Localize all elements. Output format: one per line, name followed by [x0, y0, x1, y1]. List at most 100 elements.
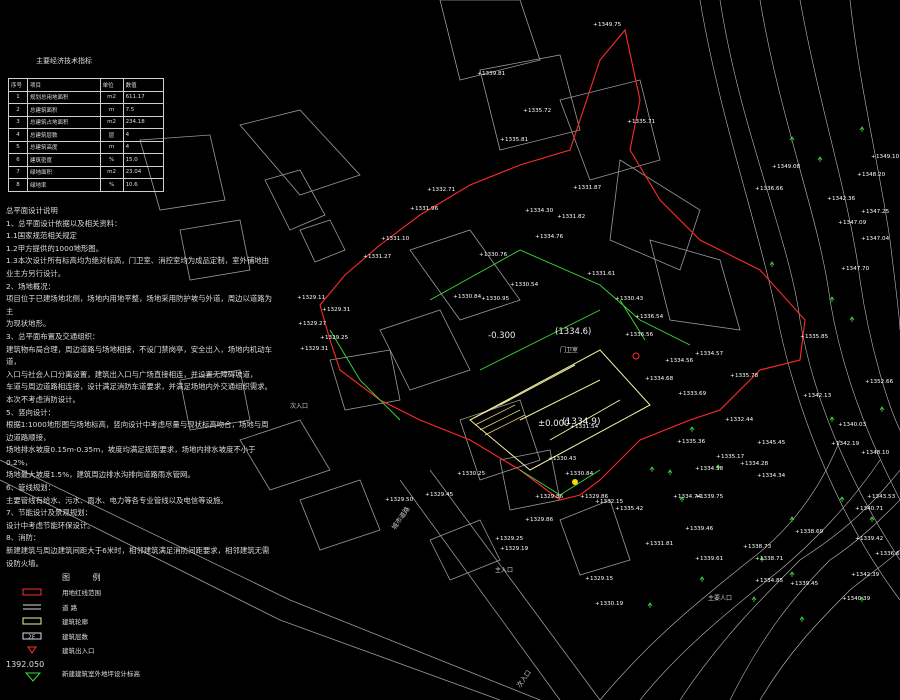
spot-elevation-plus-icon: + [695, 466, 700, 472]
table-cell: 总建筑层数 [27, 128, 101, 142]
spot-elevation-plus-icon: + [841, 266, 846, 272]
spot-elevation-label: 1329.15 [590, 576, 614, 582]
spot-elevation-plus-icon: + [838, 220, 843, 226]
entrance-label-2: 主要人口 [708, 594, 732, 602]
note-line: 根据1:1000地形图与场地标高，竖向设计中考虑尽量与现状标高吻合，场地与周边道… [6, 420, 269, 442]
table-cell: 4 [122, 140, 165, 154]
note-line: 建筑物布局合理，周边道路与场地相接，不设门禁岗亭，安全出入，场地内机动车道， [6, 344, 273, 367]
table-cell: 7 [8, 165, 28, 179]
table-cell: 15.0 [122, 153, 165, 167]
spot-elevation-plus-icon: + [827, 196, 832, 202]
th: 数值 [122, 78, 165, 92]
spot-elevation-plus-icon: + [479, 252, 484, 258]
spot-elevation-label: 1338.71 [760, 556, 784, 562]
road-label-1: 城市道路 [389, 504, 412, 531]
table-cell: 7.5 [122, 103, 165, 117]
spot-elevation-plus-icon: + [855, 506, 860, 512]
elevation-note: 1392.050 [6, 660, 45, 669]
spot-elevation-plus-icon: + [677, 439, 682, 445]
spot-elevation-plus-icon: + [615, 506, 620, 512]
spot-elevation-label: 1329.25 [500, 536, 524, 542]
spot-elevation-plus-icon: + [595, 601, 600, 607]
building-swatch-icon [22, 617, 42, 625]
elevation-triangle-icon [24, 672, 42, 682]
spot-elevation-label: 1339.81 [482, 71, 506, 77]
spot-elevation-plus-icon: + [587, 271, 592, 277]
spot-elevation-label: 1330.84 [458, 294, 482, 300]
site-marker-icon [572, 479, 578, 485]
note-line: 车道与周边道路相连接，设计满足消防车道要求，并满足场地内外交通组织需求。 [6, 382, 273, 392]
spot-elevation-plus-icon: + [772, 164, 777, 170]
spot-elevation-plus-icon: + [685, 526, 690, 532]
spot-elevation-plus-icon: + [593, 22, 598, 28]
tree-icon [859, 126, 865, 132]
spot-elevation-plus-icon: + [645, 376, 650, 382]
spot-elevation-label: 1335.71 [632, 119, 656, 125]
spot-elevation-label: 1334.30 [530, 208, 554, 214]
spot-elevation-label: 1339.61 [700, 556, 724, 562]
spot-elevation-plus-icon: + [635, 314, 640, 320]
tree-icon [715, 464, 721, 470]
spot-elevation-label: 1330.19 [600, 601, 624, 607]
spot-elevation-plus-icon: + [865, 379, 870, 385]
tree-icon [769, 261, 775, 267]
spot-elevation-plus-icon: + [477, 71, 482, 77]
spot-elevation-plus-icon: + [755, 578, 760, 584]
table-cell: 绿地率 [27, 178, 101, 192]
spot-elevation-plus-icon: + [297, 295, 302, 301]
spot-elevation-plus-icon: + [625, 332, 630, 338]
tree-icon [689, 426, 695, 432]
spot-elevation-label: 1334.56 [670, 358, 694, 364]
spot-elevation-label: 1348.10 [866, 450, 890, 456]
tree-icon [879, 406, 885, 412]
terrain-contours [599, 0, 900, 700]
table-cell: 绿地面积 [27, 165, 101, 179]
spot-elevation-label: 1335.42 [620, 506, 643, 512]
spot-elevation-label: 1335.78 [735, 373, 759, 379]
spot-elevation-plus-icon: + [725, 417, 730, 423]
spot-elevation-label: 1339.75 [700, 494, 724, 500]
spot-elevation-plus-icon: + [831, 441, 836, 447]
spot-elevation-label: 1334.85 [760, 578, 784, 584]
spot-elevation-label: 1331.54 [575, 424, 599, 430]
spot-elevation-plus-icon: + [871, 154, 876, 160]
spot-elevation-label: 1338.69 [800, 529, 824, 535]
spot-elevation-label: 1338.73 [748, 544, 772, 550]
spot-elevation-label: 1347.04 [866, 236, 890, 242]
spot-elevation-plus-icon: + [298, 321, 303, 327]
spot-elevation-plus-icon: + [665, 358, 670, 364]
road-swatch-icon [23, 604, 41, 609]
spot-elevation-label: 1334.76 [540, 234, 564, 240]
spot-elevation-plus-icon: + [795, 529, 800, 535]
table-cell: m2 [99, 165, 124, 179]
spot-elevation-label: 1329.86 [585, 494, 609, 500]
spot-elevation-label: 1335.85 [805, 334, 829, 340]
table-cell: m2 [99, 115, 124, 129]
note-line: 3、总平面布置及交通组织： [6, 331, 100, 341]
th: 单位 [99, 78, 124, 92]
spot-elevation-plus-icon: + [548, 456, 553, 462]
legend-label: 建筑轮廓 [62, 618, 88, 626]
spot-elevation-plus-icon: + [381, 236, 386, 242]
spot-elevation-label: 1330.54 [515, 282, 539, 288]
spot-elevation-label: 1331.27 [368, 254, 392, 260]
spot-elevation-label: 1348.20 [862, 172, 886, 178]
spot-elevation-label: 1335.36 [682, 439, 706, 445]
spot-elevation-label: 1340.39 [847, 596, 871, 602]
table-cell: m [99, 140, 124, 154]
table-cell: 总建筑占地面积 [27, 115, 101, 129]
note-line: 8、消防： [6, 533, 41, 543]
spot-elevation-plus-icon: + [615, 296, 620, 302]
spot-elevation-plus-icon: + [716, 454, 721, 460]
spot-elevation-plus-icon: + [800, 334, 805, 340]
spot-elevation-plus-icon: + [757, 440, 762, 446]
spot-elevation-plus-icon: + [803, 393, 808, 399]
road-label-2: 主入口 [495, 566, 513, 574]
tag-elev-1: -0.300 [488, 331, 515, 341]
tree-icon [647, 602, 653, 608]
spot-elevation-plus-icon: + [570, 424, 575, 430]
